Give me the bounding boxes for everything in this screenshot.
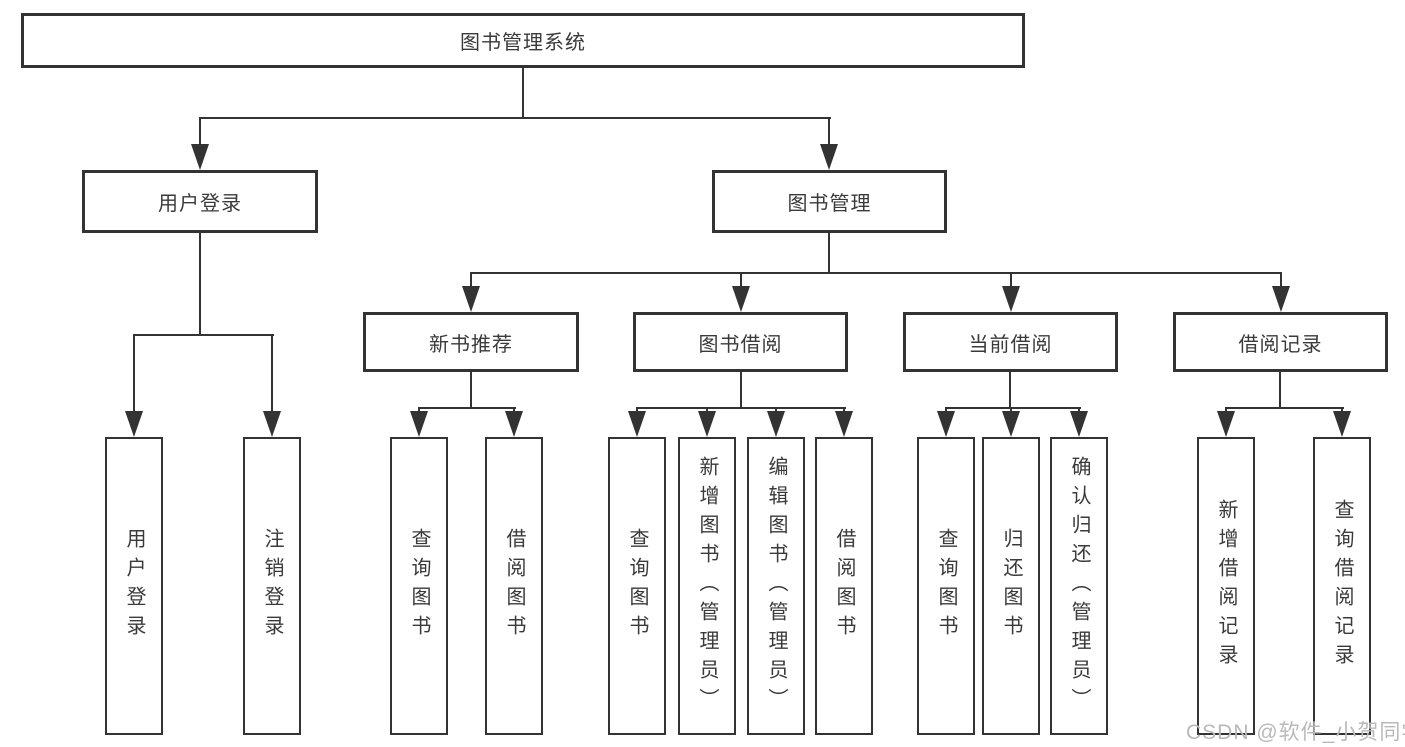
node-user-login: 用户登录 (82, 170, 318, 233)
node-label: 新增图书（管理员） (696, 455, 718, 717)
node-label: 确认归还（管理员） (1068, 455, 1090, 717)
connector-line (418, 407, 516, 409)
connector-line (1341, 407, 1343, 413)
node-new-book-recommendation: 新书推荐 (363, 312, 579, 372)
node-label: 借阅记录 (1238, 333, 1323, 356)
arrow-down-icon (410, 411, 428, 437)
arrow-down-icon (767, 411, 785, 437)
arrow-down-icon (505, 411, 523, 437)
arrow-down-icon (1002, 411, 1020, 437)
connector-line (271, 334, 273, 413)
connector-line (1078, 407, 1080, 413)
node-book-borrowing: 图书借阅 (633, 312, 848, 372)
arrow-down-icon (1070, 411, 1088, 437)
node-label: 归还图书 (1000, 528, 1022, 644)
connector-line (470, 272, 472, 288)
node-leaf-recommend-query-books: 查询图书 (390, 437, 448, 735)
connector-line (740, 272, 742, 288)
node-label: 编辑图书（管理员） (765, 455, 787, 717)
node-current-borrowing: 当前借阅 (903, 312, 1118, 372)
node-label: 借阅图书 (503, 528, 525, 644)
node-label: 图书管理系统 (460, 32, 586, 54)
connector-line (1279, 372, 1281, 409)
arrow-down-icon (698, 411, 716, 437)
node-leaf-user-login: 用户登录 (105, 437, 163, 735)
node-leaf-confirm-return-admin: 确认归还（管理员） (1050, 437, 1108, 735)
connector-line (740, 372, 742, 409)
node-label: 查询图书 (935, 528, 957, 644)
node-library-management-system: 图书管理系统 (21, 13, 1025, 68)
node-book-management: 图书管理 (712, 170, 947, 233)
connector-line (418, 407, 420, 413)
node-label: 查询图书 (408, 528, 430, 644)
node-leaf-query-borrow-record: 查询借阅记录 (1313, 437, 1371, 735)
node-leaf-add-books-admin: 新增图书（管理员） (678, 437, 736, 735)
node-leaf-borrow-books: 借阅图书 (815, 437, 873, 735)
connector-line (706, 407, 708, 413)
node-label: 当前借阅 (968, 333, 1053, 356)
arrow-down-icon (125, 411, 143, 437)
connector-line (470, 272, 1282, 274)
arrow-down-icon (835, 411, 853, 437)
connector-line (828, 233, 830, 274)
node-leaf-recommend-borrow-books: 借阅图书 (485, 437, 543, 735)
csdn-watermark: CSDN @软件_小贺同学 (1186, 721, 1405, 744)
connector-line (199, 233, 201, 336)
node-leaf-logout: 注销登录 (243, 437, 301, 735)
connector-line (133, 334, 135, 413)
arrow-down-icon (462, 286, 480, 312)
arrow-down-icon (191, 144, 209, 170)
node-leaf-borrow-query-books: 查询图书 (608, 437, 666, 735)
node-borrowing-records: 借阅记录 (1173, 312, 1388, 372)
node-label: 图书借阅 (698, 333, 783, 356)
arrow-down-icon (263, 411, 281, 437)
node-label: 图书管理 (787, 193, 872, 215)
connector-line (470, 372, 472, 409)
connector-line (1009, 372, 1011, 409)
connector-line (843, 407, 845, 413)
connector-line (945, 407, 947, 413)
arrow-down-icon (820, 144, 838, 170)
arrow-down-icon (732, 286, 750, 312)
connector-line (1225, 407, 1227, 413)
node-label: 借阅图书 (833, 528, 855, 644)
connector-line (775, 407, 777, 413)
node-leaf-current-query-books: 查询图书 (917, 437, 975, 735)
node-label: 新书推荐 (429, 333, 513, 356)
connector-line (522, 68, 524, 119)
connector-line (1010, 407, 1012, 413)
arrow-down-icon (628, 411, 646, 437)
connector-line (199, 117, 201, 146)
node-label: 查询图书 (626, 528, 648, 644)
connector-line (636, 407, 846, 409)
arrow-down-icon (1333, 411, 1351, 437)
node-leaf-edit-books-admin: 编辑图书（管理员） (747, 437, 805, 735)
connector-line (636, 407, 638, 413)
connector-line (513, 407, 515, 413)
connector-line (1225, 407, 1344, 409)
connector-line (1010, 272, 1012, 288)
arrow-down-icon (1272, 286, 1290, 312)
arrow-down-icon (937, 411, 955, 437)
node-leaf-add-borrow-record: 新增借阅记录 (1197, 437, 1255, 735)
node-leaf-return-books: 归还图书 (982, 437, 1040, 735)
node-label: 用户登录 (158, 193, 242, 215)
connector-line (199, 117, 831, 119)
connector-line (945, 407, 1081, 409)
node-label: 注销登录 (261, 528, 283, 644)
arrow-down-icon (1217, 411, 1235, 437)
node-label: 查询借阅记录 (1331, 499, 1353, 673)
connector-line (1280, 272, 1282, 288)
node-label: 新增借阅记录 (1215, 499, 1237, 673)
node-label: 用户登录 (123, 528, 145, 644)
connector-line (828, 117, 830, 146)
connector-line (133, 334, 274, 336)
arrow-down-icon (1002, 286, 1020, 312)
